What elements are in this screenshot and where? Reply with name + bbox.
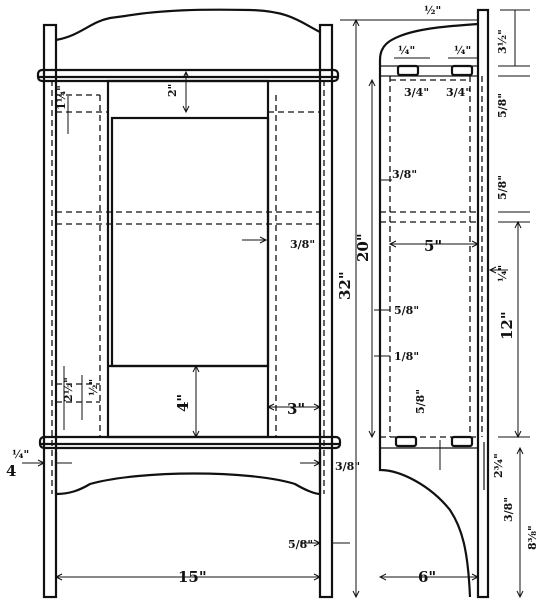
mortise-top-2 [450, 64, 474, 77]
dim-quarter: ¼" [12, 448, 29, 461]
dim-right-5-8-a: 5/8" [496, 93, 509, 118]
left-leg [42, 23, 58, 599]
dim-foot-2-3-4: 2¾" [492, 453, 505, 478]
dim-2: 2" [166, 84, 179, 97]
dim-8-3-8: 8⅜" [526, 525, 539, 550]
front-view: 2" 1¼" 3/8" 4" 3" 2½" ½" 4 ¼" 3/8" 5/8" … [6, 8, 360, 599]
back-post [476, 8, 490, 599]
dim-6: 6" [418, 568, 436, 586]
dim-top-3-half: 3½" [496, 29, 509, 54]
front-apron [54, 452, 322, 496]
mortise-bottom-1 [394, 435, 418, 448]
dim-4-label: 4 [6, 462, 16, 480]
dim-tenon-quarter-a: ¼" [398, 44, 415, 57]
dim-right-quarter: ¼" [496, 265, 509, 282]
dim-foot-3-8: 3/8" [335, 460, 360, 473]
dim-inner-5-8: 5/8" [394, 304, 419, 317]
dim-mortise-3-4-b: 3/4" [446, 86, 471, 99]
door-opening [106, 79, 270, 439]
dim-2-half: 2½" [62, 377, 75, 402]
dim-foot-3-8: 3/8" [502, 497, 515, 522]
side-leg-profile [378, 448, 472, 598]
dim-12: 12" [498, 311, 516, 340]
dim-right-5-8-b: 5/8" [496, 175, 509, 200]
mortise-top-1 [396, 64, 420, 77]
dim-inner-3-8: 3/8" [392, 168, 417, 181]
dim-inner-1-8: 1/8" [394, 350, 419, 363]
dim-half: ½" [87, 379, 100, 396]
bottom-rail [38, 435, 342, 450]
mortise-bottom-2 [450, 435, 474, 448]
dim-3-8: 3/8" [290, 238, 315, 251]
side-crest [378, 22, 479, 61]
dim-20: 20" [354, 233, 372, 262]
dim-mortise-3-4-a: 3/4" [404, 86, 429, 99]
right-leg [318, 23, 334, 599]
dim-3: 3" [287, 400, 305, 418]
dim-top-half: ½" [424, 4, 441, 17]
dim-5: 5" [424, 237, 442, 255]
front-crest [55, 8, 321, 42]
dim-15: 15" [178, 568, 207, 586]
dim-1-quarter: 1¼" [55, 85, 68, 110]
dim-4: 4" [174, 394, 192, 412]
dim-tenon-quarter-b: ¼" [454, 44, 471, 57]
dim-foot-5-8: 5/8" [288, 538, 313, 551]
door-panel [110, 116, 270, 368]
side-view: 32" [336, 4, 539, 599]
dim-32: 32" [336, 271, 354, 300]
dim-lower-5-8: 5/8" [414, 389, 427, 414]
